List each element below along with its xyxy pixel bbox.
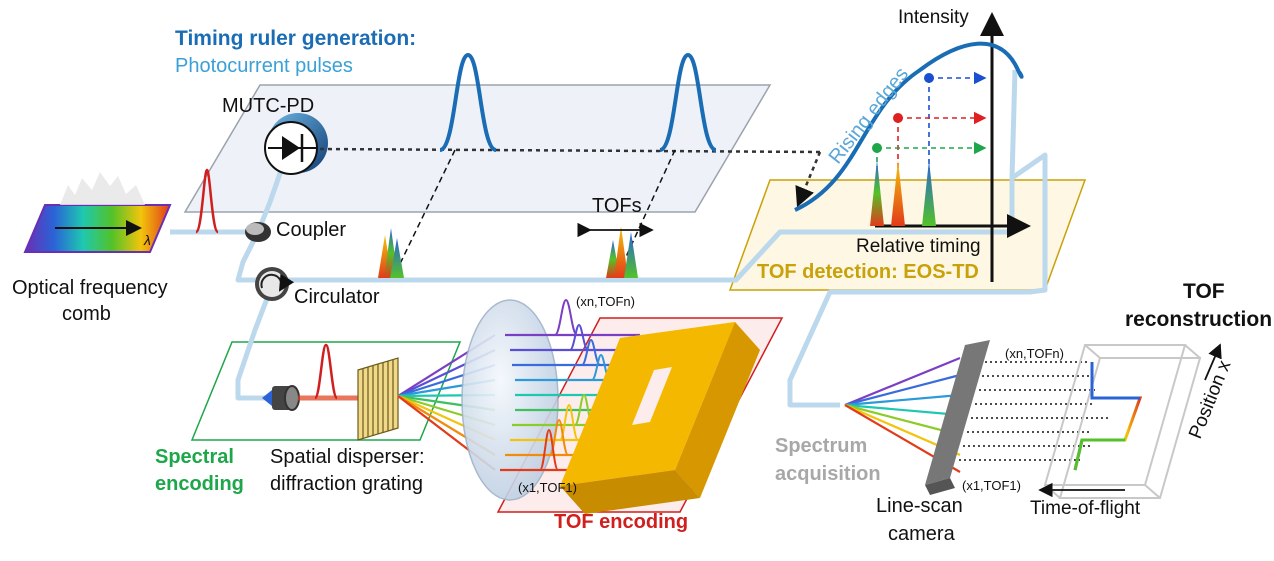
tofs-label: TOFs [592, 195, 642, 217]
camera-to-reconstruction-dots [959, 361, 1110, 461]
returning-pulses [539, 298, 611, 471]
spectral-encoding-plane [190, 341, 462, 441]
photocurrent-pulse-2 [659, 52, 717, 152]
reconstructed-profile-top [1090, 362, 1140, 400]
x1-tof1-right-label: (x1,TOF1) [962, 478, 1021, 493]
pulse-group-reference [378, 228, 404, 278]
position-x-label: Position x [1185, 357, 1236, 442]
edge-marker-blue [924, 71, 987, 175]
relative-timing-label: Relative timing [856, 236, 981, 257]
ofc-label-line1: Optical frequency [12, 277, 168, 299]
x1-tof1-bottom-label: (x1,TOF1) [518, 480, 577, 495]
line-scan-camera-icon [925, 340, 990, 495]
optical-frequency-comb: λ [23, 172, 172, 253]
diffraction-grating-icon [357, 357, 399, 441]
spectrum-acquisition-label-1: Spectrum [775, 435, 867, 457]
spectrum-acquisition-label-2: acquisition [775, 463, 881, 485]
timing-plane [183, 84, 772, 213]
photodiode-icon [264, 113, 328, 175]
pulse-group-tofs [606, 226, 638, 278]
spectral-encoding-label-1: Spectral [155, 446, 234, 468]
reconstruction-box [1043, 344, 1202, 499]
disperser-label-1: Spatial disperser: [270, 446, 425, 468]
tof-encoding-label: TOF encoding [554, 511, 688, 533]
lambda-label: λ [143, 232, 151, 248]
reconstructed-profile [1073, 362, 1143, 471]
line-scan-camera-label-1: Line-scan [876, 495, 963, 517]
time-of-flight-label: Time-of-flight [1030, 498, 1141, 519]
tof-detection-label: TOF detection: EOS-TD [757, 261, 979, 283]
input-pulse [194, 168, 220, 234]
mutc-pd-label: MUTC-PD [222, 95, 314, 117]
tof-reconstruction-label-2: reconstruction [1125, 308, 1272, 331]
intensity-label: Intensity [898, 7, 969, 28]
line-scan-camera-label-2: camera [888, 523, 956, 545]
detected-pulses [870, 160, 936, 226]
spectral-encoding-label-2: encoding [155, 473, 244, 495]
photocurrent-pulse-1 [439, 52, 497, 152]
timing-ruler-subtitle: Photocurrent pulses [175, 55, 353, 77]
circulator-icon [255, 267, 295, 301]
position-x-arrow [1204, 343, 1222, 381]
disperser-label-2: diffraction grating [270, 473, 423, 495]
pd-to-detection-path [319, 147, 821, 154]
edge-marker-red [893, 111, 987, 175]
projection-line-1 [396, 149, 456, 271]
coupler-icon [245, 222, 271, 242]
circulator-label: Circulator [294, 286, 380, 308]
rising-edge-curve [794, 41, 1024, 212]
xn-tofn-top-label: (xn,TOFn) [576, 294, 635, 309]
pd-to-detection-arrow [795, 151, 822, 208]
xn-tofn-right-label: (xn,TOFn) [1005, 346, 1064, 361]
encoding-input-pulse [313, 343, 339, 400]
timing-ruler-title: Timing ruler generation: [175, 27, 416, 50]
collimator-icon [262, 385, 300, 411]
tof-reconstruction-label-1: TOF [1183, 280, 1225, 303]
tof-object [560, 322, 760, 514]
ofc-label-line2: comb [62, 303, 111, 325]
fiber-paths [170, 69, 1048, 408]
reconstructed-profile-bottom [1073, 438, 1125, 471]
coupler-label: Coupler [276, 219, 346, 241]
